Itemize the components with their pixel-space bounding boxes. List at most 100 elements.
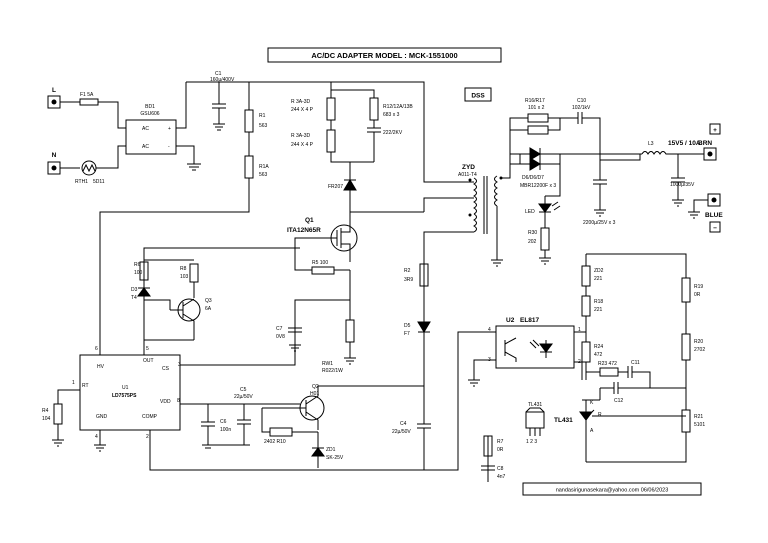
zener-zd2 <box>581 265 591 287</box>
svg-text:-: - <box>168 144 170 150</box>
svg-text:R12/12A/13B: R12/12A/13B <box>383 104 413 110</box>
svg-text:H01: H01 <box>310 391 319 397</box>
svg-text:0R: 0R <box>497 447 504 453</box>
svg-text:GND: GND <box>96 414 108 420</box>
dss-box <box>464 87 492 102</box>
svg-text:L3: L3 <box>648 141 654 147</box>
resistor-r3a <box>326 97 336 121</box>
svg-text:472: 472 <box>594 352 603 358</box>
svg-text:221: 221 <box>594 307 603 313</box>
svg-text:563: 563 <box>259 123 268 129</box>
svg-text:−: − <box>713 225 717 232</box>
svg-text:C12: C12 <box>614 398 623 404</box>
svg-text:A: A <box>590 428 594 434</box>
svg-text:TL431: TL431 <box>554 417 573 424</box>
svg-text:U2: U2 <box>506 317 515 324</box>
svg-text:R1A: R1A <box>259 164 269 170</box>
svg-text:R2: R2 <box>404 268 411 274</box>
svg-text:T4: T4 <box>131 295 137 301</box>
svg-text:0R: 0R <box>694 292 701 298</box>
svg-text:R6: R6 <box>134 262 141 268</box>
resistor-r16 <box>527 113 549 123</box>
resistor-r24 <box>581 341 591 363</box>
svg-text:R022/1W: R022/1W <box>322 368 343 374</box>
resistor-r19 <box>681 277 691 303</box>
svg-text:AC: AC <box>142 144 149 150</box>
svg-text:101 x 2: 101 x 2 <box>528 105 545 111</box>
svg-text:AC: AC <box>142 126 149 132</box>
svg-text:MBR12200F x 3: MBR12200F x 3 <box>520 183 556 189</box>
svg-text:102/1kV: 102/1kV <box>572 105 591 111</box>
svg-text:C11: C11 <box>631 360 640 366</box>
svg-text:OUT: OUT <box>143 358 154 364</box>
bd1-label: BD1 <box>145 104 155 110</box>
svg-text:R23 472: R23 472 <box>598 361 617 367</box>
resistor-r4 <box>53 403 63 425</box>
svg-text:R19: R19 <box>694 284 703 290</box>
resistor-r30 <box>540 227 550 251</box>
terminal-plus <box>709 123 721 135</box>
svg-text:EL817: EL817 <box>520 317 540 324</box>
svg-text:22µ/50V: 22µ/50V <box>234 394 253 400</box>
svg-text:4: 4 <box>488 327 491 333</box>
svg-text:R 3A-3D: R 3A-3D <box>291 133 311 139</box>
rth1-value: 5D11 <box>93 179 105 185</box>
terminal-minus <box>709 221 721 233</box>
svg-text:BLUE: BLUE <box>705 212 723 219</box>
resistor-r3b <box>326 129 336 153</box>
svg-text:C4: C4 <box>400 421 407 427</box>
svg-text:HV: HV <box>97 364 105 370</box>
svg-text:4n7: 4n7 <box>497 474 506 480</box>
svg-text:LD7575PS: LD7575PS <box>112 393 137 399</box>
svg-text:C5: C5 <box>240 387 247 393</box>
svg-text:K: K <box>590 400 594 406</box>
svg-text:5101: 5101 <box>694 422 705 428</box>
resistor-r23 <box>599 367 619 377</box>
footer-text: nandasirigunasekara@yahoo.com 06/06/2023 <box>556 488 669 494</box>
svg-text:ZD1: ZD1 <box>326 447 336 453</box>
rth1-label: RTH1 <box>75 179 88 185</box>
title-text: AC/DC ADAPTER MODEL : MCK-1551000 <box>311 51 457 60</box>
svg-text:D6/D6/D7: D6/D6/D7 <box>522 175 544 181</box>
output-label: 15V5 / 10A <box>668 140 701 147</box>
resistor-r1 <box>244 109 254 133</box>
tl431-package-icon <box>525 411 545 429</box>
svg-text:R24: R24 <box>594 344 603 350</box>
svg-text:R 3A-3D: R 3A-3D <box>291 99 311 105</box>
svg-text:2702: 2702 <box>694 347 705 353</box>
svg-text:6A: 6A <box>205 306 212 312</box>
svg-text:R8: R8 <box>180 266 187 272</box>
bridge-bd1 <box>125 119 177 155</box>
svg-text:RW1: RW1 <box>322 361 333 367</box>
svg-text:SK-25V: SK-25V <box>326 455 344 461</box>
svg-text:244 X 4 P: 244 X 4 P <box>291 142 314 148</box>
svg-text:222/2KV: 222/2KV <box>383 130 403 136</box>
resistor-rw1 <box>345 319 355 343</box>
svg-text:5: 5 <box>146 346 149 352</box>
svg-text:8: 8 <box>177 398 180 404</box>
svg-text:R18: R18 <box>594 299 603 305</box>
svg-text:R30: R30 <box>528 230 537 236</box>
svg-text:CS: CS <box>162 366 170 372</box>
resistor-r10 <box>269 427 293 437</box>
svg-text:C7: C7 <box>276 326 283 332</box>
footer-box <box>522 482 702 496</box>
svg-text:+: + <box>713 127 717 134</box>
svg-text:BRN: BRN <box>698 140 712 147</box>
resistor-r8 <box>189 263 199 283</box>
svg-text:2200µ/25V x 3: 2200µ/25V x 3 <box>583 220 616 226</box>
dss-text: DSS <box>471 93 485 100</box>
svg-text:683 x 3: 683 x 3 <box>383 112 400 118</box>
svg-text:2402 R10: 2402 R10 <box>264 439 286 445</box>
svg-text:3R9: 3R9 <box>404 277 413 283</box>
svg-text:R4: R4 <box>42 408 49 414</box>
resistor-r5 <box>311 266 335 275</box>
resistor-r12 <box>369 97 379 121</box>
transformer-label: ZYD <box>462 164 475 171</box>
fuse-f1-label: F1 5A <box>80 92 94 98</box>
terminal-l-label: L <box>52 87 56 94</box>
svg-text:R1: R1 <box>259 113 266 119</box>
svg-text:Q3: Q3 <box>205 298 212 304</box>
svg-text:C10: C10 <box>577 98 586 104</box>
